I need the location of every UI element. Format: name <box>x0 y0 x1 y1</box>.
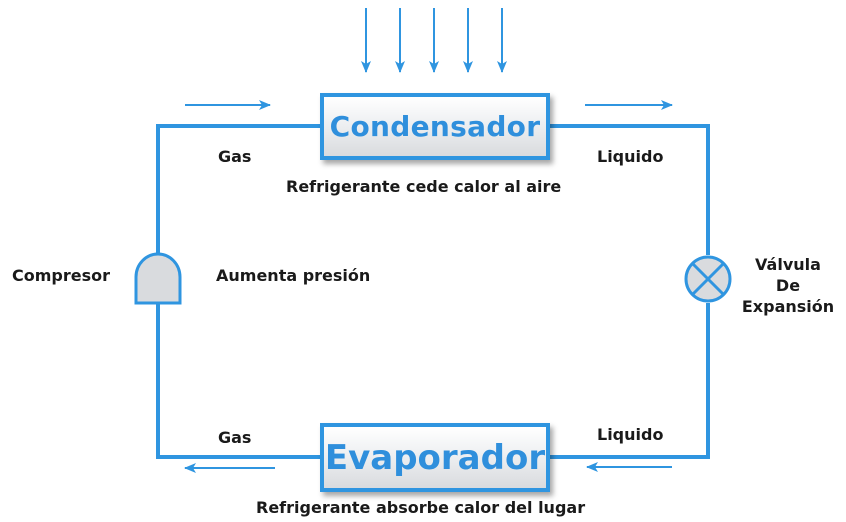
liquid-label-top: Liquido <box>597 147 664 166</box>
pipe-right-bottom <box>550 303 710 459</box>
condenser-box: Condensador <box>320 93 550 160</box>
evaporator-box: Evaporador <box>320 423 550 492</box>
compressor-note: Aumenta presión <box>216 266 371 285</box>
condenser-title: Condensador <box>329 109 541 143</box>
compressor-label: Compresor <box>12 266 111 285</box>
heat-arrows <box>361 8 507 73</box>
valve-label-line-3: Expansión <box>741 297 835 316</box>
compressor-icon <box>134 252 182 305</box>
valve-label-line-1: Válvula <box>755 255 821 274</box>
pipe-top-left <box>156 124 320 255</box>
pipe-left-bottom <box>156 303 320 459</box>
evaporator-note: Refrigerante absorbe calor del lugar <box>256 498 586 517</box>
valve-label: Válvula De Expansión <box>740 254 836 317</box>
evaporator-title: Evaporador <box>324 437 546 478</box>
valve-label-line-2: De <box>775 276 801 295</box>
condenser-note: Refrigerante cede calor al aire <box>286 177 562 196</box>
pipe-top-right <box>550 124 710 255</box>
gas-label-bottom: Gas <box>218 428 252 447</box>
expansion-valve-icon <box>684 255 732 303</box>
liquid-label-bottom: Liquido <box>597 425 664 444</box>
gas-label-top: Gas <box>218 147 252 166</box>
